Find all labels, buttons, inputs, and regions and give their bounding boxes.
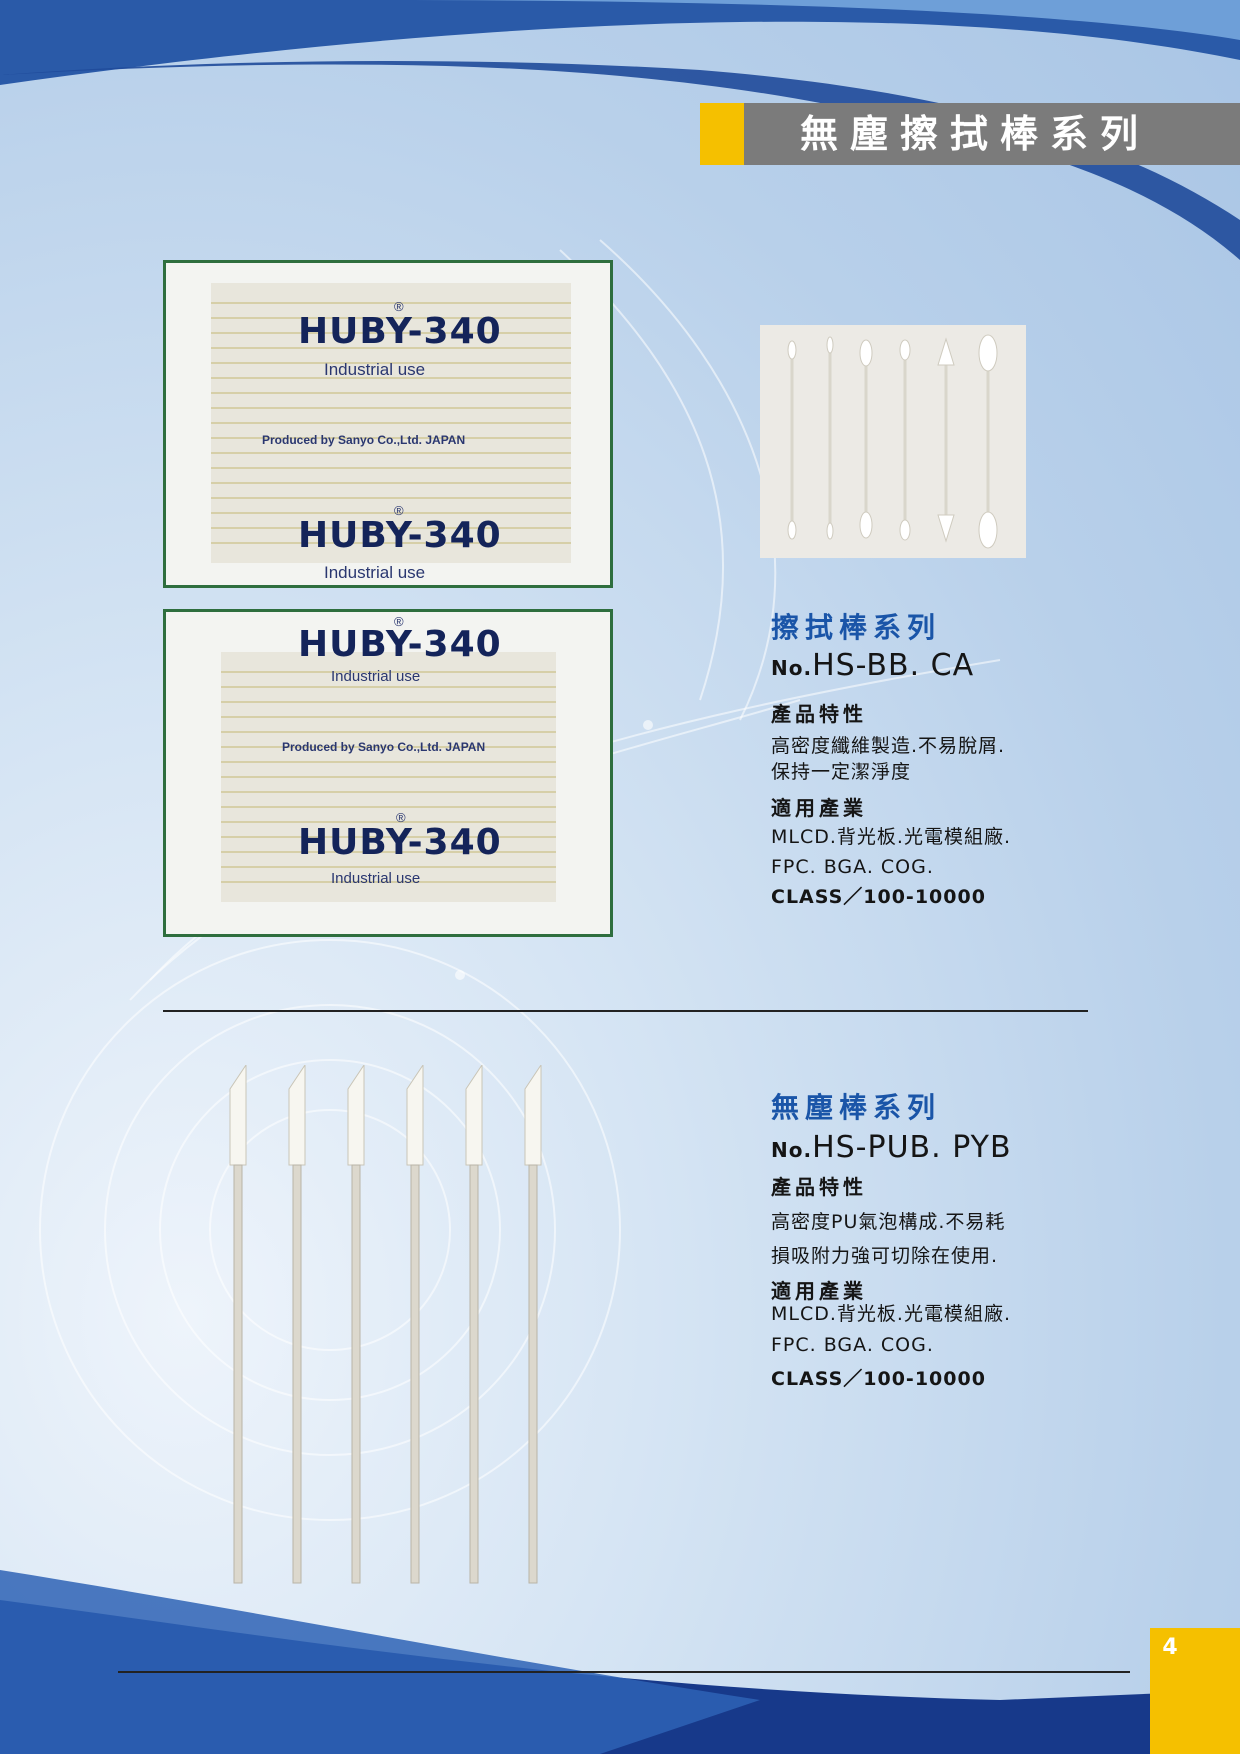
feature-line: 高密度PU氣泡構成.不易耗 [771, 1211, 1006, 1233]
section-divider [163, 1010, 1088, 1012]
model-code: HS-PUB. PYB [812, 1130, 1012, 1165]
usage-label: Industrial use [324, 360, 426, 379]
usage-label: Industrial use [331, 668, 421, 685]
industries-heading: 適用產業 [771, 796, 867, 820]
usage-label: Industrial use [331, 870, 421, 887]
cleanroom-class: CLASS／100-10000 [771, 886, 986, 908]
footer-rule [118, 1671, 1130, 1673]
swab-tips-graphic [787, 334, 998, 549]
features-heading: 產品特性 [771, 702, 867, 726]
industries-heading: 適用產業 [771, 1279, 867, 1303]
brand-label: HUBY-340 [298, 515, 502, 556]
page-number: 4 [1162, 1635, 1178, 1660]
industry-line: MLCD.背光板.光電模組廠. [771, 1303, 1011, 1325]
page-number-box [1150, 1628, 1240, 1754]
series-title: 擦拭棒系列 [771, 611, 942, 644]
usage-label: Industrial use [324, 563, 426, 582]
feature-line: 損吸附力強可切除在使用. [771, 1245, 999, 1267]
industry-line: MLCD.背光板.光電模組廠. [771, 826, 1011, 848]
registered-mark: ® [394, 503, 404, 518]
package-photo-bottom: HUBY-340 ® Industrial use Produced by Sa… [163, 609, 613, 937]
cleanroom-class: CLASS／100-10000 [771, 1368, 986, 1390]
foam-swabs-graphic [229, 1065, 542, 1584]
model-number: No.HS-PUB. PYB [771, 1130, 1012, 1165]
brand-label: HUBY-340 [298, 624, 502, 665]
header-bar [700, 103, 1240, 165]
brand-label: HUBY-340 [298, 311, 502, 352]
feature-line: 高密度纖維製造.不易脫屑. [771, 735, 1006, 757]
producer-label: Produced by Sanyo Co.,Ltd. JAPAN [262, 433, 466, 447]
model-prefix: No. [771, 656, 813, 680]
bottom-light-swoosh [0, 1570, 760, 1754]
model-prefix: No. [771, 1138, 813, 1162]
brand-label: HUBY-340 [298, 822, 502, 863]
registered-mark: ® [394, 299, 404, 314]
series-title: 無塵棒系列 [771, 1091, 942, 1124]
registered-mark: ® [396, 810, 406, 825]
producer-label: Produced by Sanyo Co.,Ltd. JAPAN [282, 740, 486, 754]
registered-mark: ® [394, 614, 404, 629]
industry-line: FPC. BGA. COG. [771, 1334, 934, 1356]
header-accent [700, 103, 744, 165]
feature-line: 保持一定潔淨度 [771, 761, 912, 783]
swab-bundle-graphic [211, 283, 571, 563]
top-light-swoosh [380, 0, 1240, 40]
swab-bundle-graphic [221, 652, 556, 902]
features-heading: 產品特性 [771, 1175, 867, 1199]
page-title: 無塵擦拭棒系列 [800, 112, 1151, 156]
package-photo-top: HUBY-340 ® Industrial use Produced by Sa… [163, 260, 613, 588]
industry-line: FPC. BGA. COG. [771, 856, 934, 878]
model-number: No.HS-BB. CA [771, 648, 974, 683]
top-swoosh [0, 0, 1240, 85]
model-code: HS-BB. CA [812, 648, 975, 683]
swab-tips-photo [760, 325, 1026, 558]
